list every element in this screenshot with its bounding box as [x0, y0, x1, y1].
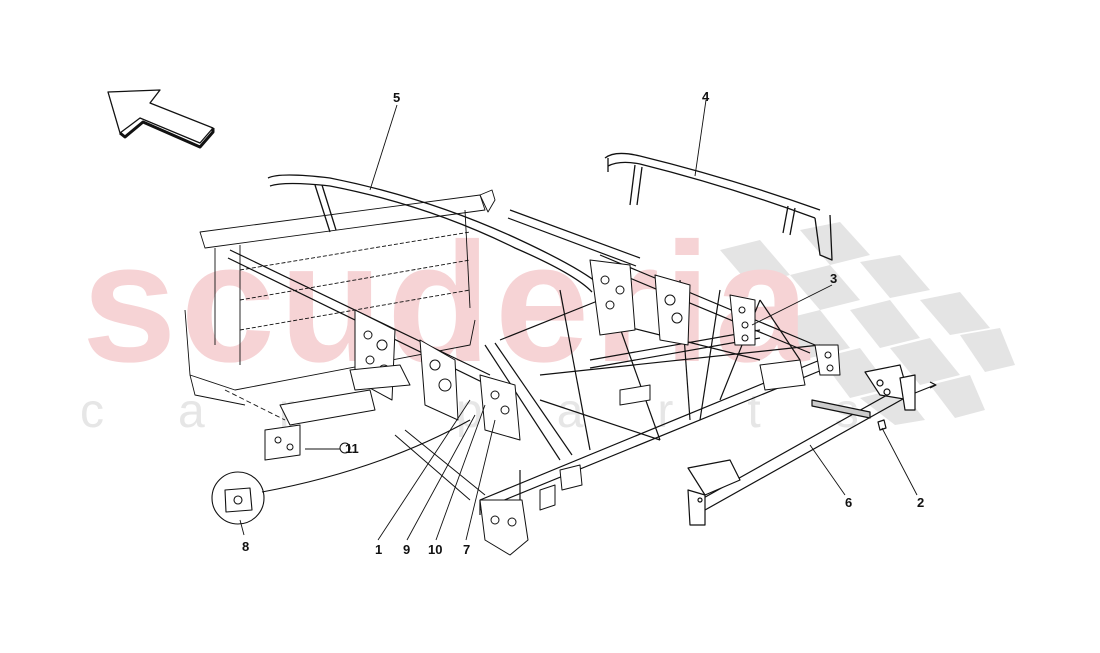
callout-1: 1	[375, 542, 383, 557]
arrow-up-left-icon	[107, 89, 215, 149]
callout-3: 3	[830, 271, 838, 286]
callout-6: 6	[845, 495, 853, 510]
callout-7: 7	[463, 542, 471, 557]
callout-8: 8	[242, 539, 250, 554]
callout-10: 10	[428, 542, 443, 557]
callout-9: 9	[403, 542, 411, 557]
callout-5: 5	[393, 90, 401, 105]
callout-4: 4	[702, 89, 710, 104]
callout-2: 2	[917, 495, 925, 510]
callout-11: 11	[345, 441, 359, 456]
watermark-subtext: car parts	[80, 385, 933, 438]
